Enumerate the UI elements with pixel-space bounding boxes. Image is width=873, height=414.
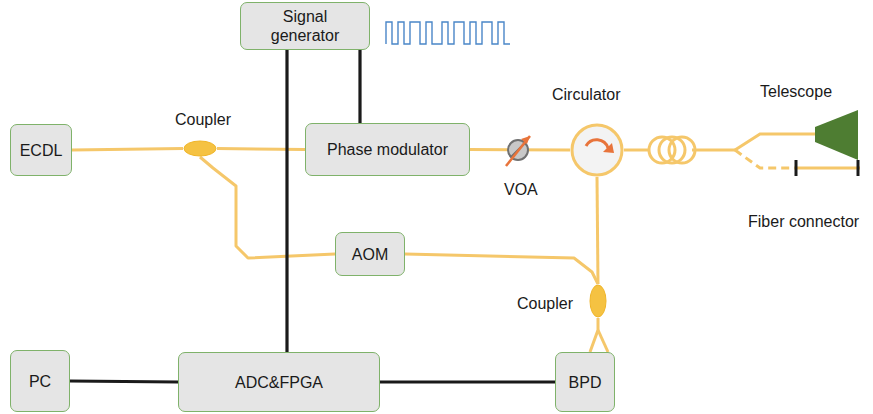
part-label: VOA: [504, 180, 538, 199]
part-label: Telescope: [760, 82, 832, 101]
fiber-link: [72, 149, 183, 151]
node-label: Circulator: [552, 85, 620, 104]
node-label: ADC&FPGA: [235, 373, 323, 392]
laser-box: ECDL: [10, 124, 72, 176]
fiber-link: [597, 177, 598, 284]
shape-outline: [183, 140, 217, 157]
node-label: Coupler: [517, 294, 573, 313]
node-label: Coupler: [175, 110, 231, 129]
node-label: AOM: [352, 245, 388, 264]
signal-wire: [70, 381, 178, 382]
part-label: Fiber connector: [748, 212, 859, 231]
detector-box: BPD: [555, 352, 615, 412]
aom-box: AOM: [335, 232, 405, 276]
fiber-fork: [598, 330, 608, 352]
fiber-link: [217, 149, 305, 150]
node-label: PC: [29, 372, 51, 391]
shape-outline: [570, 123, 624, 177]
signal-wire: [287, 50, 288, 352]
circulator-symbol: Circulator: [570, 123, 624, 177]
signal-wire: [380, 382, 555, 383]
square-wave-icon: [386, 22, 510, 44]
node-label: Signal generator: [249, 7, 361, 45]
adc-fpga-box: ADC&FPGA: [178, 352, 380, 412]
modulator-box: Phase modulator: [305, 123, 470, 176]
node-label: ECDL: [20, 141, 63, 160]
shape-outline: [589, 284, 607, 318]
fiber-link: [590, 318, 598, 352]
telescope-symbol: [815, 110, 858, 160]
pc-box: PC: [10, 350, 70, 412]
node-label: Phase modulator: [327, 140, 448, 159]
fiber-coupler: Coupler: [589, 284, 607, 318]
node-label: BPD: [569, 373, 602, 392]
fiber-link: [405, 254, 598, 284]
signal-generator-box: Signal generator: [240, 2, 370, 50]
fiber-connector-symbol: [796, 160, 858, 176]
fiber-coupler: Coupler: [183, 140, 217, 157]
voa-symbol: [506, 136, 530, 166]
signal-wire: [360, 50, 361, 123]
